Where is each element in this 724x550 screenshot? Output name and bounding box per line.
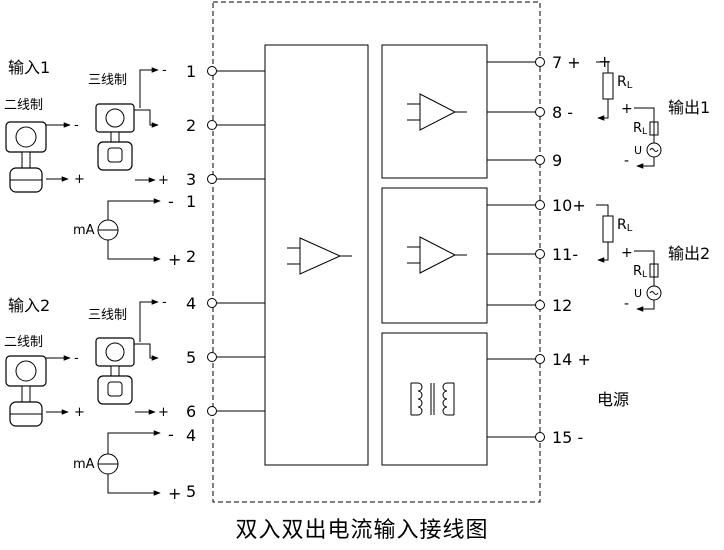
input-amp-block [264,44,369,466]
output2-resistor-label: RL [617,217,633,234]
input2-two-wire-label: 二线制 [4,335,43,350]
terminal-label: 2 [186,116,196,135]
terminal-label: 12 [552,296,572,315]
minus-sign: - [162,63,167,78]
left-terminal-wires [217,70,265,412]
plus-sign: + [74,172,85,187]
terminal-12 [535,300,545,310]
terminal-9 [535,155,545,165]
minus-sign: - [168,192,174,211]
right-terminal-wires [487,61,536,438]
plus-sign: + [158,405,169,420]
terminals [207,57,545,442]
input2-current-source-icon [97,430,161,496]
output2-resistor-label: RL [633,264,647,280]
input2-two-wire-wiring [46,355,71,415]
input1-two-wire-transmitter-icon [5,121,47,193]
terminal-label: 4 [186,294,196,313]
plus-sign: + [158,173,169,188]
output2-amplifier-icon [407,236,467,274]
minus-sign: - [168,425,174,444]
plus-sign: + [168,250,181,269]
ma-terminal-label: 1 [186,192,196,211]
terminal-label: 11- [552,245,578,264]
output1-title: 输出1 [668,98,710,117]
input1-three-wire-transmitter-icon [95,103,135,171]
power-title: 电源 [597,390,629,409]
terminal-15 [535,432,545,442]
terminal-3 [207,174,217,184]
plus-sign: + [621,245,633,261]
terminal-10 [535,200,545,210]
minus-sign: - [162,295,167,310]
terminal-5 [207,352,217,362]
plus-sign: + [598,52,611,71]
input1-current-source-icon [97,198,161,262]
transformer-icon [410,382,455,416]
terminal-11 [535,249,545,259]
terminal-label: 10+ [552,196,586,215]
input2-ma-label: mA [73,457,95,472]
input2-three-wire-label: 三线制 [88,308,127,323]
plus-sign: + [621,101,633,117]
output2-load-wiring [596,204,662,312]
terminal-1 [207,66,217,76]
minus-sign: - [74,351,79,366]
plus-sign: + [74,405,85,420]
output2-voltage-label: U [634,287,642,300]
output2-amp-block [381,187,488,324]
terminal-label: 1 [186,62,196,81]
output1-voltage-label: U [634,144,642,157]
input2-three-wire-transmitter-icon [95,337,135,405]
input2-two-wire-transmitter-icon [5,355,47,427]
terminal-label: 3 [186,170,196,189]
terminal-label: 5 [186,348,196,367]
output1-load-wiring [596,61,662,169]
minus-sign: - [624,153,629,169]
minus-sign: - [624,296,629,312]
input1-title: 输入1 [8,58,50,77]
terminal-label: 9 [552,151,562,170]
terminal-6 [207,406,217,416]
output2-title: 输出2 [668,244,710,263]
terminal-4 [207,298,217,308]
terminal-label: 8 - [552,103,573,122]
output1-resistor-label: RL [617,74,633,91]
input1-three-wire-wiring [134,67,159,183]
ma-terminal-label: 5 [186,482,196,501]
input1-two-wire-label: 二线制 [4,98,43,113]
terminal-label: 15 - [552,428,583,447]
input2-title: 输入2 [8,296,50,315]
ma-terminal-label: 4 [186,426,196,445]
terminal-label: 6 [186,402,196,421]
input-amplifier-icon [287,237,352,275]
ma-terminal-label: 2 [186,247,196,266]
output1-resistor-label: RL [633,121,647,137]
terminal-2 [207,120,217,130]
terminal-7 [535,57,545,67]
input1-ma-label: mA [73,223,95,238]
diagram-caption: 双入双出电流输入接线图 [235,518,489,543]
plus-sign: + [168,484,181,503]
module-outline [212,1,541,503]
input2-three-wire-wiring [134,299,159,415]
terminal-label: 14 + [552,350,591,369]
output1-amp-block [381,44,488,179]
terminal-14 [535,354,545,364]
terminal-label: 7 + [552,53,581,72]
minus-sign: - [74,118,79,133]
output1-amplifier-icon [407,93,467,131]
terminal-8 [535,107,545,117]
input1-three-wire-label: 三线制 [88,73,127,88]
input1-two-wire-wiring [46,122,71,182]
